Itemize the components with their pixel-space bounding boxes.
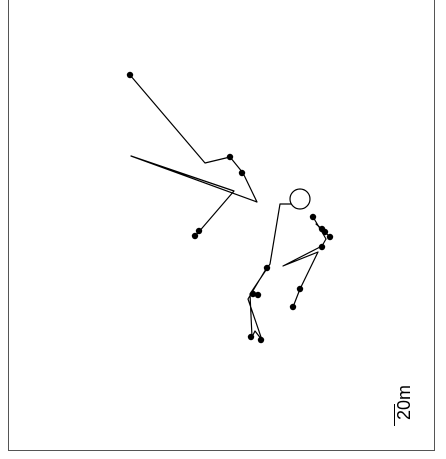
start-circle: [290, 189, 310, 209]
control-dot: [258, 337, 264, 343]
control-dot: [319, 244, 325, 250]
control-dot: [310, 214, 316, 220]
route-line-upper: [130, 75, 257, 234]
control-dot: [327, 234, 333, 240]
control-dot: [264, 265, 270, 271]
control-dot: [127, 72, 133, 78]
control-dot: [255, 292, 261, 298]
control-dot: [196, 228, 202, 234]
control-dot: [248, 334, 254, 340]
control-dot: [192, 233, 198, 239]
control-dot: [227, 154, 233, 160]
scale-label-text: 20m: [394, 385, 415, 420]
route-line-lower: [248, 204, 292, 340]
control-dot: [290, 304, 296, 310]
control-dot: [297, 286, 303, 292]
scale-bar: [394, 404, 395, 426]
scale-label: 20m: [392, 376, 432, 420]
control-dot: [322, 229, 328, 235]
control-dot: [239, 170, 245, 176]
